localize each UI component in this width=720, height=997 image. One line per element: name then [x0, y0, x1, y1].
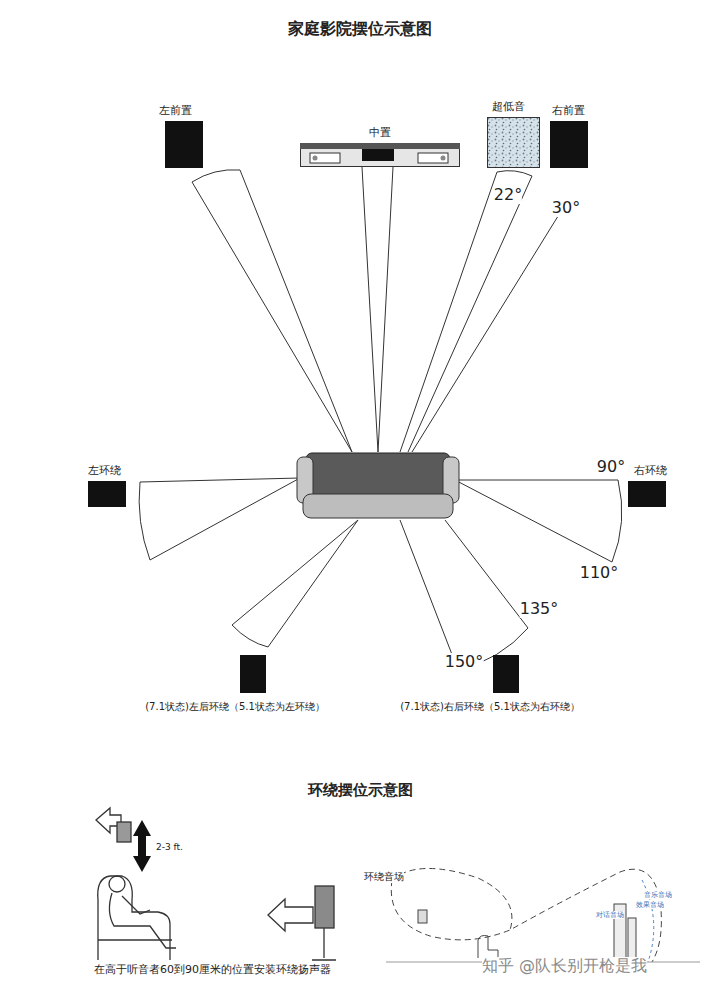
speaker-label: (7.1状态)右后环绕（5.1状态为右环绕）: [400, 701, 580, 713]
speaker-label: 左环绕: [88, 465, 121, 478]
speaker-label: 超低音: [492, 101, 525, 114]
watermark: 知乎 @队长别开枪是我: [482, 957, 647, 975]
angle-label: 135°: [520, 600, 559, 618]
front-speaker: [628, 918, 636, 960]
angle-label: 22°: [494, 186, 522, 204]
speaker-box: 右环绕: [628, 481, 666, 507]
field-illustration: [386, 868, 700, 962]
speaker-box: (7.1状态)左后环绕（5.1状态为左环绕）: [240, 655, 266, 693]
angle-label: 30°: [552, 199, 580, 217]
beam-center: [362, 167, 393, 452]
sound-beams: [139, 167, 622, 670]
chair: [98, 876, 170, 960]
speaker-icon: [117, 822, 131, 842]
speaker-label: 右前置: [552, 105, 585, 118]
height-illustration: [96, 808, 336, 960]
speaker-box: 左环绕: [88, 481, 126, 507]
beam-right-rear: [400, 520, 528, 670]
speaker-label: 中置: [369, 127, 391, 140]
dimension-label: 2-3 ft.: [156, 842, 183, 852]
wall-speaker: [418, 910, 427, 923]
surround-field: [391, 869, 661, 962]
speaker-label: 右环绕: [634, 465, 667, 478]
angle-label: 150°: [445, 653, 484, 671]
subwoofer: 超低音: [487, 117, 540, 168]
beam-right-surround: [455, 480, 622, 562]
subwoofer-shape: [487, 117, 540, 168]
field-label: 环绕音场: [364, 871, 404, 883]
listener-head: [109, 876, 125, 892]
center-speaker: 中置: [300, 143, 460, 167]
beam-left-surround: [139, 478, 300, 560]
speaker-box: 右前置: [550, 121, 588, 168]
listener-body: [109, 893, 176, 948]
speaker-stand: [312, 928, 336, 960]
field-label: 效果音场: [636, 901, 664, 909]
center-shape: [300, 143, 460, 167]
field-label: 音乐音场: [644, 891, 672, 899]
speaker-label: 左前置: [159, 105, 192, 118]
surround-field: [392, 868, 512, 930]
section-title: 环绕摆位示意图: [308, 782, 413, 799]
beam-right-front: [412, 200, 568, 452]
diagram-title: 家庭影院摆位示意图: [288, 20, 432, 38]
beam-left-rear: [232, 520, 358, 647]
speaker-label: (7.1状态)左后环绕（5.1状态为左环绕）: [145, 701, 325, 713]
speaker-box: 左前置: [165, 121, 203, 168]
sofa: [297, 453, 459, 518]
note: 在高于听音者60到90厘米的位置安装环绕扬声器: [94, 964, 331, 977]
beam-subwoofer: [400, 171, 532, 452]
height-arrow: [133, 820, 151, 872]
field-label: 对话音场: [596, 911, 624, 919]
angle-label: 90°: [597, 458, 625, 476]
arrow-outline: [268, 899, 313, 931]
beam-left-front: [192, 170, 352, 452]
speaker-box: (7.1状态)右后环绕（5.1状态为右环绕）: [493, 655, 519, 693]
angle-label: 110°: [580, 564, 619, 582]
seat: [478, 936, 498, 959]
surround-speaker: [315, 886, 334, 928]
